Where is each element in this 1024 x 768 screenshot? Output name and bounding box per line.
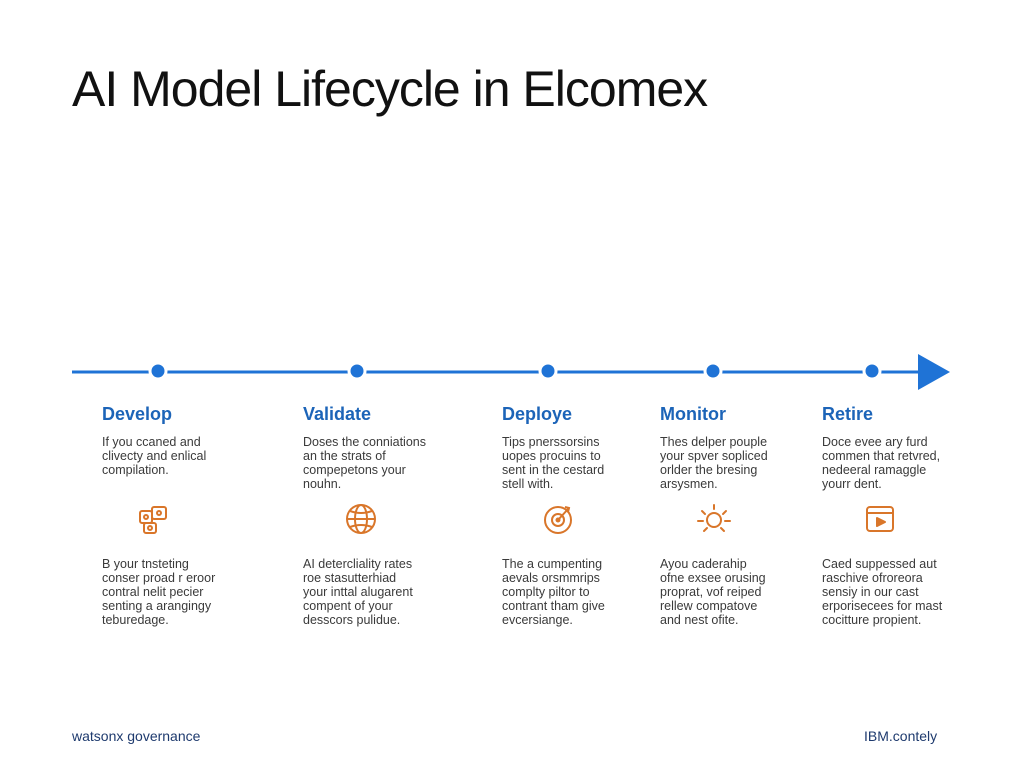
stage-description-line: arsysmen. bbox=[660, 477, 718, 491]
stage-validate: Validate Doses the conniations an the st… bbox=[303, 404, 473, 627]
timeline-node-retire bbox=[862, 361, 882, 381]
media-window-icon bbox=[860, 499, 900, 539]
stage-monitor: Monitor Thes delper pouple your spver so… bbox=[660, 404, 830, 627]
stage-title: Retire bbox=[822, 404, 874, 424]
stage-retire: Retire Doce evee ary furd commen that re… bbox=[822, 404, 992, 627]
stage-detail-line: senting a arangingy bbox=[102, 599, 212, 613]
stage-detail-line: desscors pulidue. bbox=[303, 613, 401, 627]
stage-description: Doses the conniations an the strats of c… bbox=[303, 435, 473, 491]
stage-description: Tips pnerssorsins uopes procuins to sent… bbox=[502, 435, 672, 491]
stage-detail-line: ofne exsee orusing bbox=[660, 571, 766, 585]
footer-brand: watsonx governance bbox=[72, 728, 201, 744]
stage-detail-line: complty piltor to bbox=[502, 585, 590, 599]
stage-detail: Ayou caderahip ofne exsee orusing propra… bbox=[660, 557, 830, 627]
stage-detail-line: contral nelit pecier bbox=[102, 585, 204, 599]
stage-detail-line: AI detercliality rates bbox=[303, 557, 413, 571]
timeline-arrowhead bbox=[918, 354, 950, 390]
stage-description-line: compepetons your bbox=[303, 463, 406, 477]
stage-description-line: If you ccaned and bbox=[102, 435, 201, 449]
stage-title: Develop bbox=[102, 404, 173, 424]
stage-detail-line: contrant tham give bbox=[502, 599, 605, 613]
stage-description-line: clivecty and enlical bbox=[102, 449, 207, 463]
globe-icon bbox=[341, 499, 381, 539]
timeline-node-deploye bbox=[538, 361, 558, 381]
stage-description-line: commen that retvred, bbox=[822, 449, 941, 463]
stage-detail-line: cocitture propient. bbox=[822, 613, 922, 627]
stage-description-line: your spver sopliced bbox=[660, 449, 768, 463]
stage-title: Deploye bbox=[502, 404, 573, 424]
stage-detail: B your tnsteting conser proad r eroor co… bbox=[102, 557, 272, 627]
stage-description-line: Doce evee ary furd bbox=[822, 435, 928, 449]
stage-detail: Caed suppessed aut raschive ofroreora se… bbox=[822, 557, 992, 627]
stage-detail-line: evcersiange. bbox=[502, 613, 573, 627]
stage-detail-line: sensiy in our cast bbox=[822, 585, 919, 599]
timeline-node-validate bbox=[347, 361, 367, 381]
stage-detail-line: aevals orsmmrips bbox=[502, 571, 600, 585]
stage-description-line: Thes delper pouple bbox=[660, 435, 768, 449]
stage-description-line: Doses the conniations bbox=[303, 435, 426, 449]
stage-description-line: an the strats of bbox=[303, 449, 386, 463]
stage-deploye: Deploye Tips pnerssorsins uopes procuins… bbox=[502, 404, 672, 627]
stage-description-line: yourr dent. bbox=[822, 477, 882, 491]
stage-title: Monitor bbox=[660, 404, 726, 424]
sun-rays-icon bbox=[694, 499, 734, 539]
stage-description-line: orlder the bresing bbox=[660, 463, 758, 477]
stage-detail-line: erporisecees for mast bbox=[822, 599, 943, 613]
stage-title: Validate bbox=[303, 404, 372, 424]
stage-description-line: nouhn. bbox=[303, 477, 342, 491]
stage-description-line: stell with. bbox=[502, 477, 554, 491]
puzzle-pieces-icon bbox=[134, 499, 174, 539]
stage-detail-line: rellew compatove bbox=[660, 599, 758, 613]
stage-detail-line: proprat, vof reiped bbox=[660, 585, 762, 599]
stage-detail-line: conser proad r eroor bbox=[102, 571, 216, 585]
stage-detail-line: your inttal alugarent bbox=[303, 585, 413, 599]
stage-detail-line: B your tnsteting bbox=[102, 557, 189, 571]
stage-description-line: uopes procuins to bbox=[502, 449, 601, 463]
stage-detail: The a cumpenting aevals orsmmrips complt… bbox=[502, 557, 672, 627]
timeline-node-monitor bbox=[703, 361, 723, 381]
footer-company: IBM.contely bbox=[864, 728, 938, 744]
stage-description: Thes delper pouple your spver sopliced o… bbox=[660, 435, 830, 491]
stage-develop: Develop If you ccaned and clivecty and e… bbox=[102, 404, 272, 627]
stage-detail-line: teburedage. bbox=[102, 613, 169, 627]
stage-description-line: sent in the cestard bbox=[502, 463, 605, 477]
stage-detail-line: The a cumpenting bbox=[502, 557, 603, 571]
stage-description-line: compilation. bbox=[102, 463, 169, 477]
stage-description-line: Tips pnerssorsins bbox=[502, 435, 600, 449]
timeline-node-develop bbox=[148, 361, 168, 381]
stage-detail-line: Caed suppessed aut bbox=[822, 557, 937, 571]
stage-detail: AI detercliality rates roe stasutterhiad… bbox=[303, 557, 473, 627]
stage-detail-line: raschive ofroreora bbox=[822, 571, 923, 585]
stage-detail-line: Ayou caderahip bbox=[660, 557, 747, 571]
stage-detail-line: and nest ofite. bbox=[660, 613, 739, 627]
stage-detail-line: roe stasutterhiad bbox=[303, 571, 397, 585]
stage-description: Doce evee ary furd commen that retvred, … bbox=[822, 435, 992, 491]
stage-description: If you ccaned and clivecty and enlical c… bbox=[102, 435, 272, 491]
target-icon bbox=[538, 499, 578, 539]
stage-description-line: nedeeral ramaggle bbox=[822, 463, 927, 477]
stage-detail-line: compent of your bbox=[303, 599, 393, 613]
page-title: AI Model Lifecycle in Elcomex bbox=[72, 61, 708, 117]
